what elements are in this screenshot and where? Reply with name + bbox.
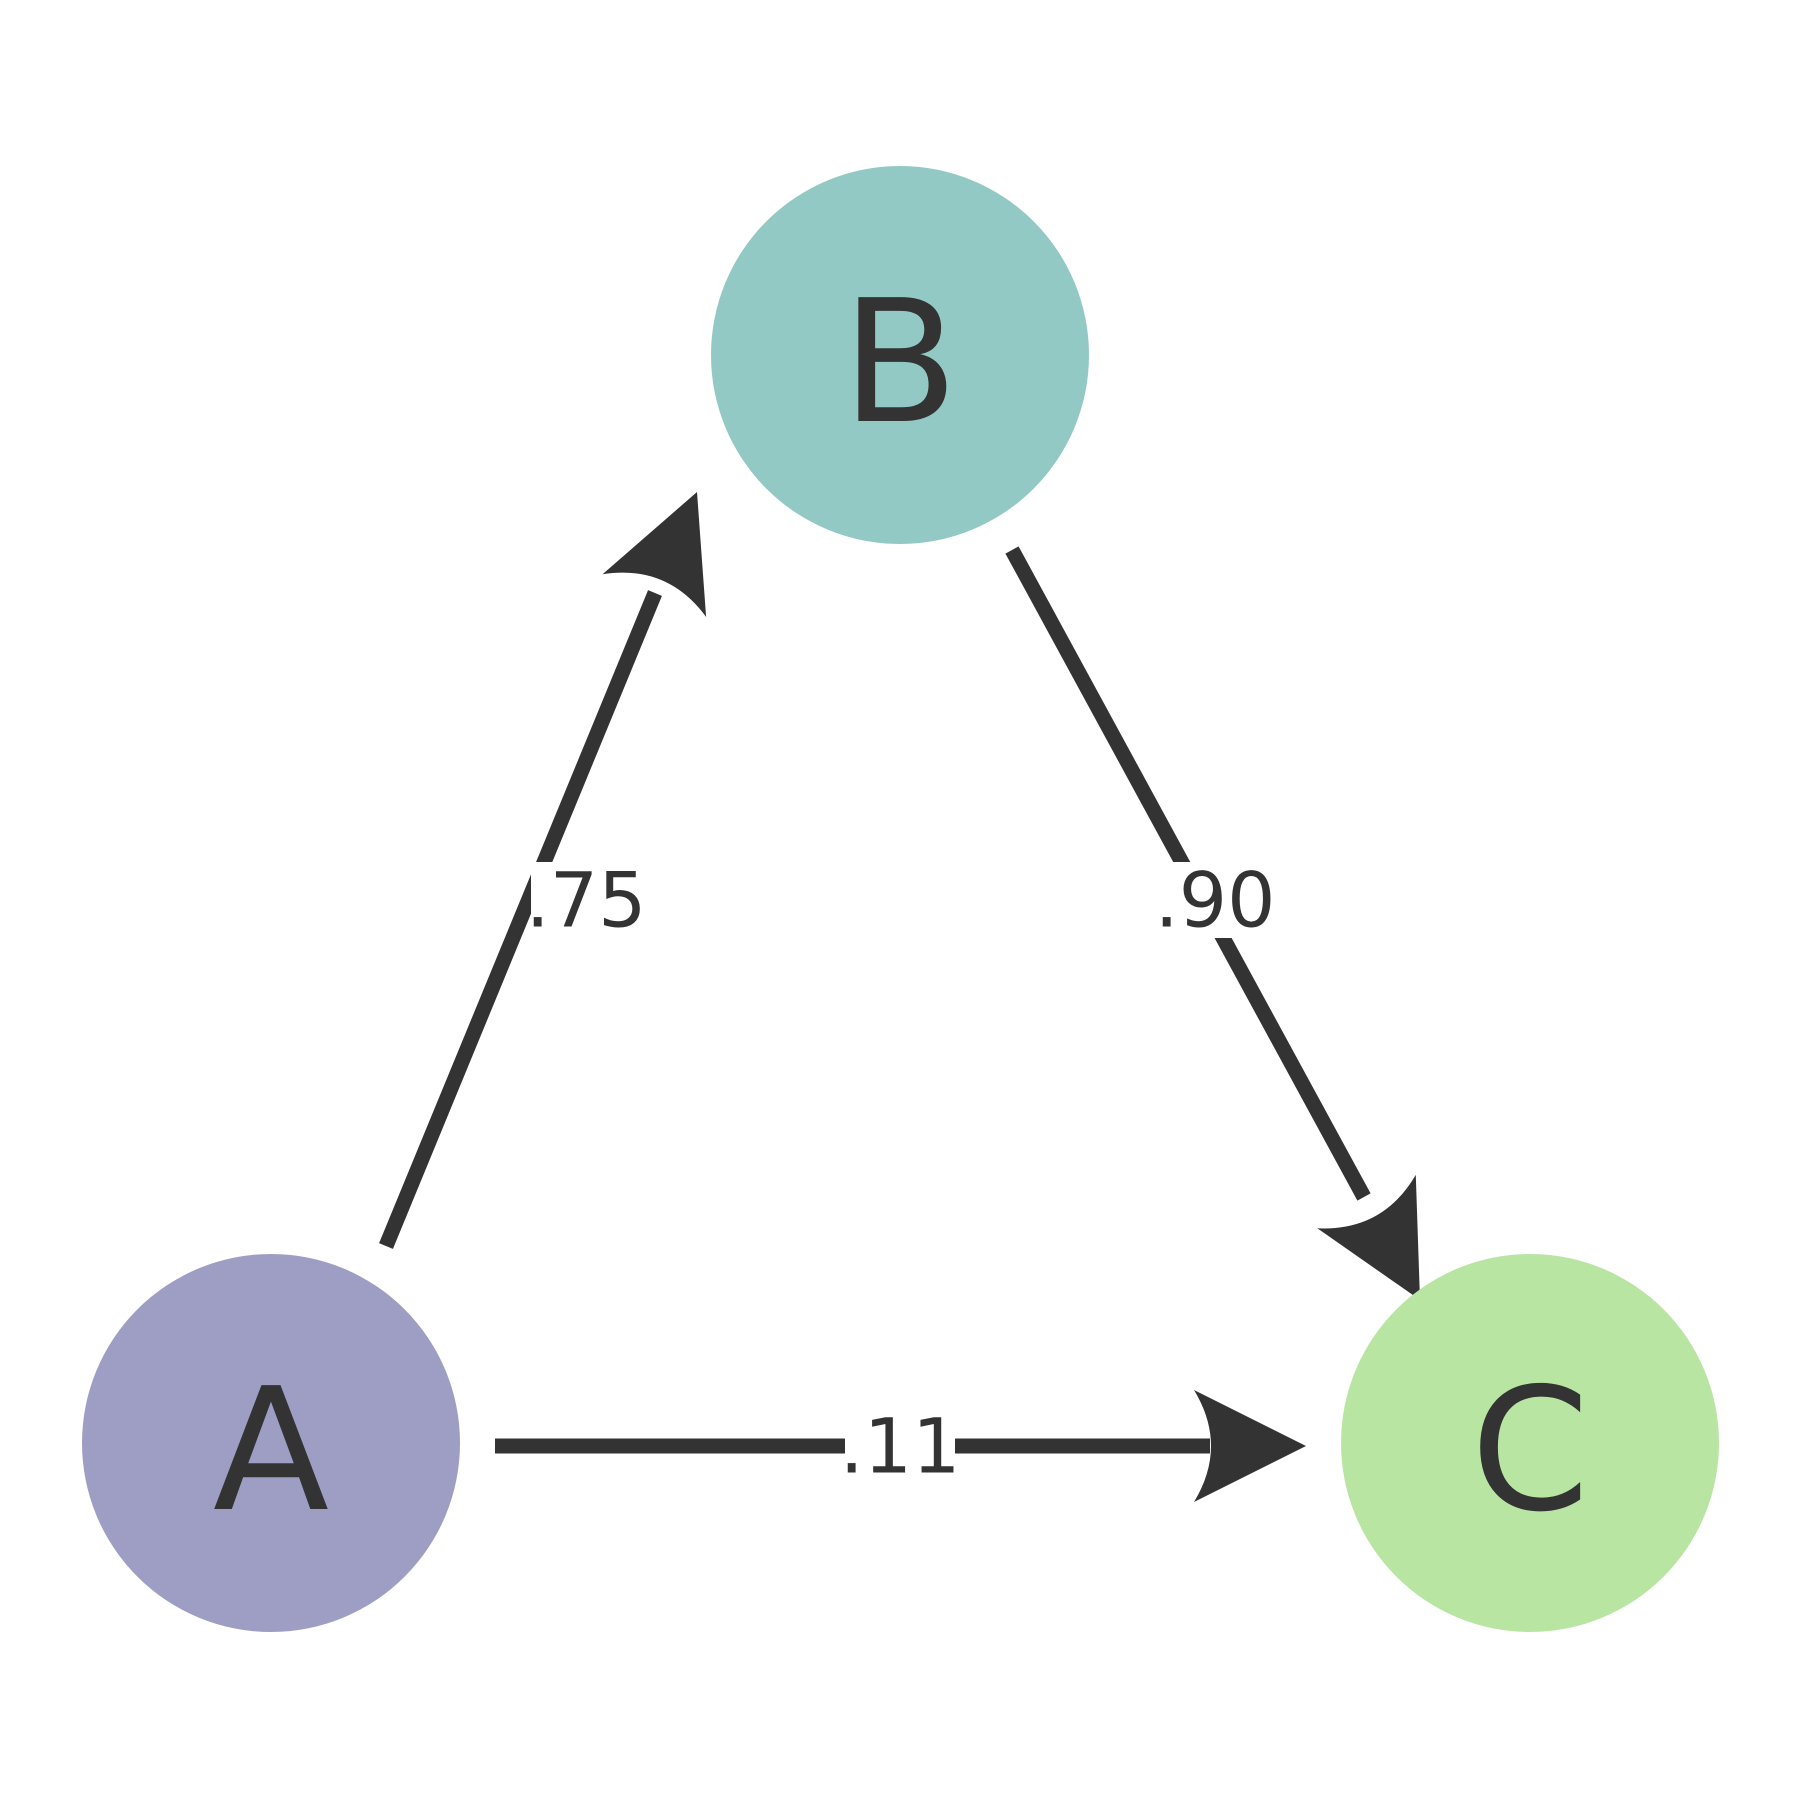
edge-label-b-to-c-backdrop xyxy=(1160,862,1270,938)
node-b-circle[interactable] xyxy=(711,166,1089,544)
node-a-circle[interactable] xyxy=(82,1254,460,1632)
node-b[interactable]: B xyxy=(711,166,1089,544)
edge-label-b-to-c-group: .90 xyxy=(1155,856,1276,945)
node-c[interactable]: C xyxy=(1341,1254,1719,1632)
edge-label-a-to-c-backdrop xyxy=(845,1408,955,1484)
node-a-label: A xyxy=(213,1352,329,1550)
node-c-label: C xyxy=(1471,1352,1590,1550)
edge-a-to-c-arrowhead xyxy=(1194,1390,1306,1502)
edge-label-a-to-c-group: .11 xyxy=(840,1402,961,1491)
node-b-label: B xyxy=(842,264,959,462)
node-c-circle[interactable] xyxy=(1341,1254,1719,1632)
node-a[interactable]: A xyxy=(82,1254,460,1632)
edge-a-to-b[interactable] xyxy=(379,470,749,1249)
edge-a-to-b-line xyxy=(379,590,662,1249)
edge-label-a-to-b-group: .75 xyxy=(526,856,647,945)
edge-label-a-to-b-backdrop xyxy=(531,862,641,938)
edge-a-to-b-arrowhead xyxy=(602,470,749,617)
edge-label-a-to-c: .11 xyxy=(840,1402,961,1491)
edge-label-b-to-c: .90 xyxy=(1155,856,1276,945)
edge-label-a-to-b: .75 xyxy=(526,856,647,945)
